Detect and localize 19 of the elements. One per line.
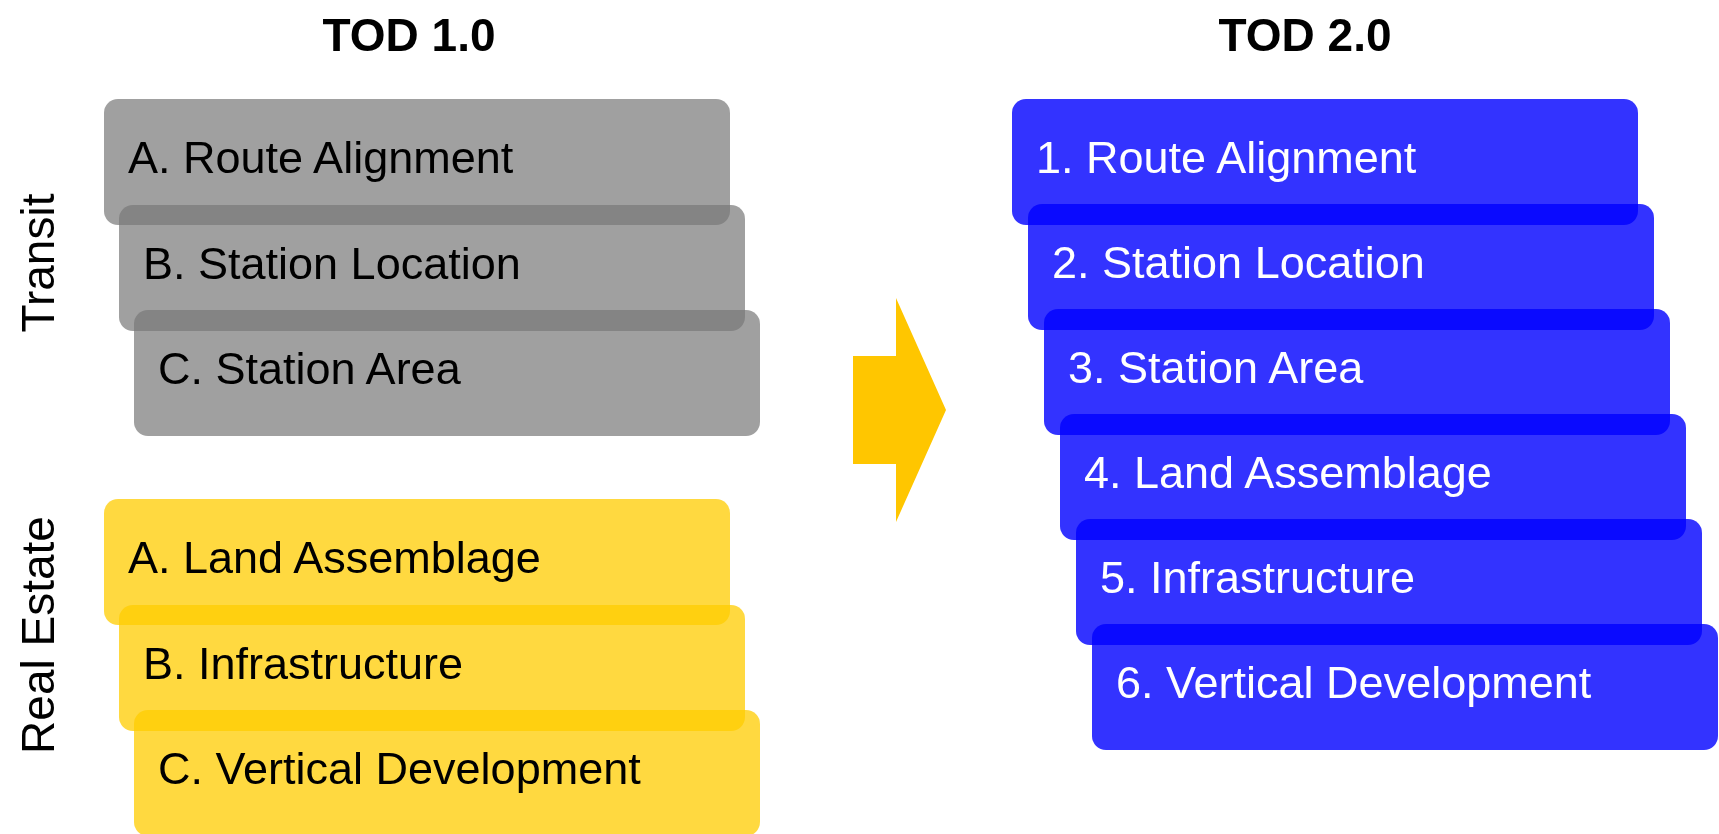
step-label: 5. Infrastructure xyxy=(1100,552,1416,604)
step-box xyxy=(1092,624,1718,750)
row-label: Transit xyxy=(11,193,65,333)
step-label: 3. Station Area xyxy=(1068,342,1364,394)
step-label: B. Station Location xyxy=(143,238,521,290)
step-label: A. Route Alignment xyxy=(128,132,514,184)
column-heading: TOD 2.0 xyxy=(1218,8,1392,62)
step-label: C. Vertical Development xyxy=(158,743,641,795)
step-label: 6. Vertical Development xyxy=(1116,657,1592,709)
step-box xyxy=(134,710,760,834)
step-label: A. Land Assemblage xyxy=(128,532,541,584)
step-box xyxy=(134,310,760,436)
step-label: C. Station Area xyxy=(158,343,461,395)
step-label: B. Infrastructure xyxy=(143,638,464,690)
row-label: Real Estate xyxy=(11,516,65,754)
step-label: 2. Station Location xyxy=(1052,237,1425,289)
step-label: 4. Land Assemblage xyxy=(1084,447,1492,499)
column-heading: TOD 1.0 xyxy=(322,8,496,62)
step-label: 1. Route Alignment xyxy=(1036,132,1417,184)
